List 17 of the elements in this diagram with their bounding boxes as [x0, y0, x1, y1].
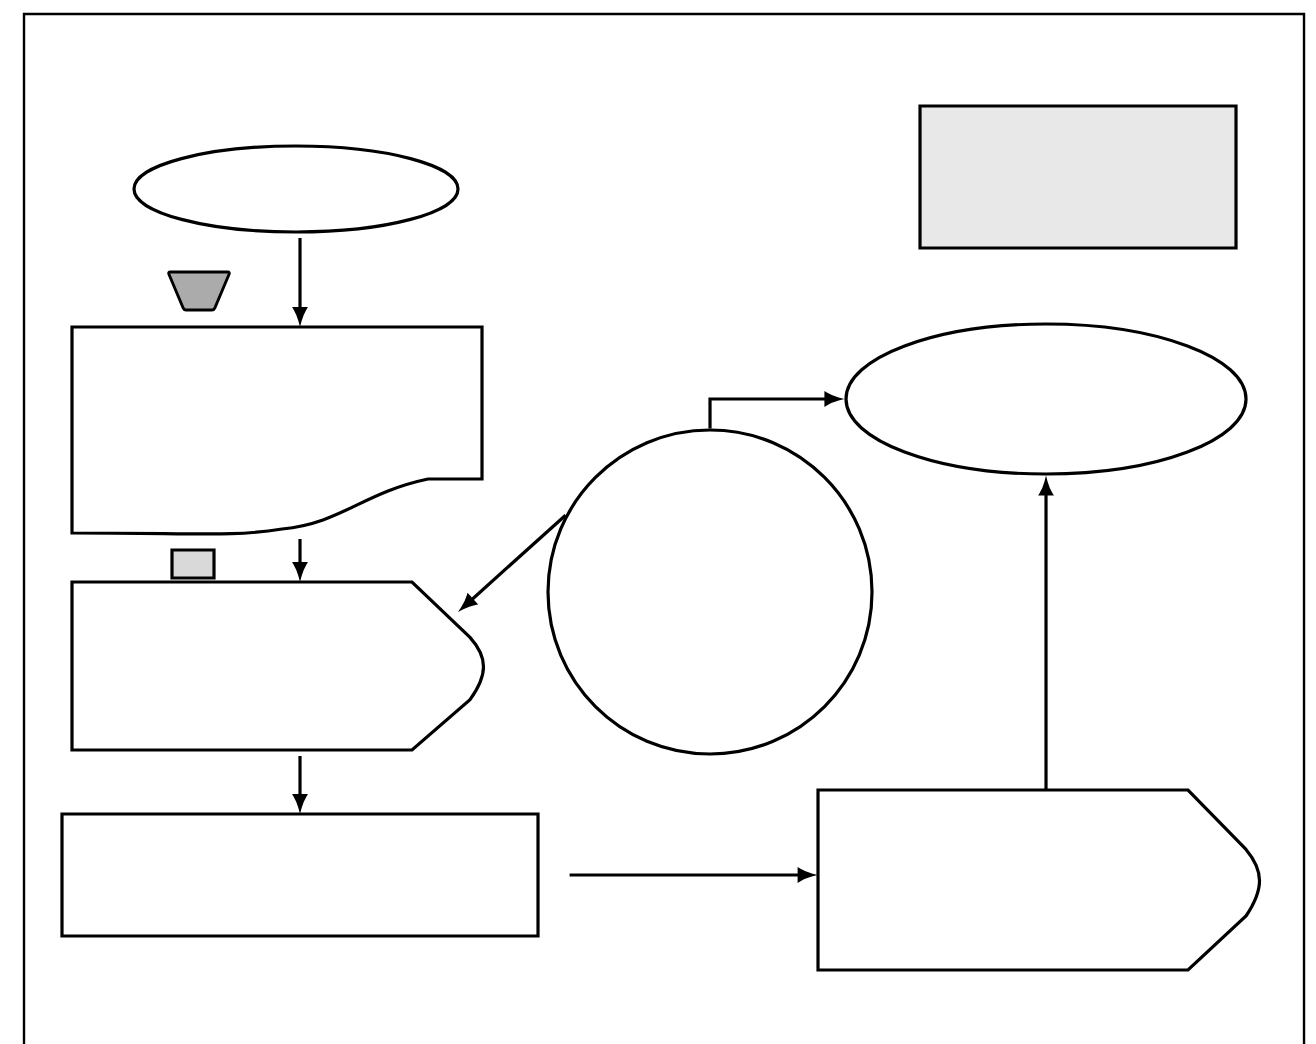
display-shape: [70, 580, 486, 752]
arrow: [708, 392, 840, 429]
rectangle-box: [170, 548, 216, 580]
arrow: [461, 514, 567, 610]
circle-shape: [546, 428, 874, 756]
display-shape: [816, 788, 1262, 972]
trapezoid-shape: [167, 270, 231, 312]
ellipse-shape: [132, 144, 460, 234]
rectangle-box: [60, 812, 540, 938]
arrow: [1039, 480, 1053, 790]
arrow: [569, 868, 813, 882]
rectangle-box: [918, 104, 1238, 250]
arrow: [293, 238, 307, 323]
ellipse-shape: [844, 322, 1248, 476]
arrow: [293, 756, 307, 810]
document-shape: [70, 325, 484, 536]
arrow: [293, 539, 307, 578]
